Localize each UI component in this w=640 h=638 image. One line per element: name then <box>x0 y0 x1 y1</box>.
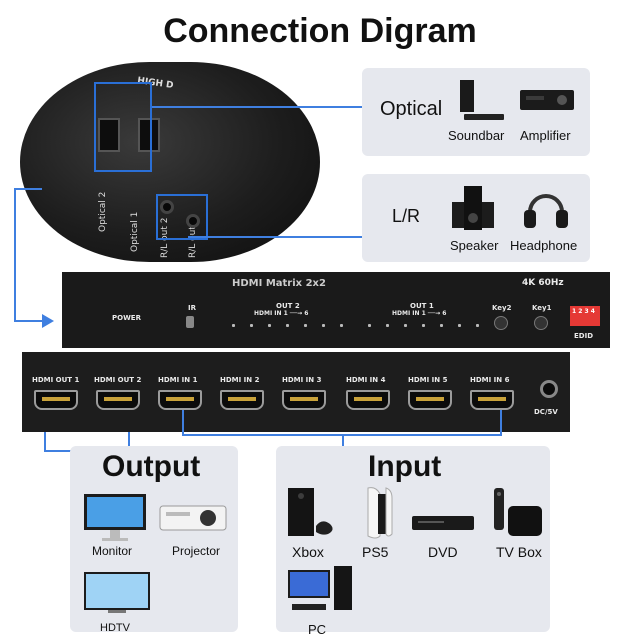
hdtv-label: HDTV <box>100 622 130 634</box>
speaker-icon <box>452 186 494 230</box>
audio-ports-closeup: HIGH D Optical 2 Optical 1 R/L out 2 R/L… <box>20 62 320 262</box>
dc-label: DC/5V <box>534 408 558 416</box>
port-label-in3: HDMI IN 3 <box>282 376 322 384</box>
key2-label: Key2 <box>492 304 512 312</box>
hdmi-out1-port <box>34 390 78 410</box>
hdmi-in3-port <box>282 390 326 410</box>
ir-label: IR <box>188 304 196 312</box>
arrow-icon <box>42 314 54 328</box>
hdtv-icon <box>84 572 150 613</box>
output-box: Output Monitor Projector HDTV <box>70 446 238 634</box>
pc-label: PC <box>308 622 327 637</box>
edid-dip-switch[interactable]: 1 2 3 4 <box>570 306 600 326</box>
dip-numbers: 1 2 3 4 <box>572 308 595 315</box>
pc-icon <box>288 566 352 610</box>
rl-highlight <box>156 194 208 240</box>
amplifier-label: Amplifier <box>520 128 571 143</box>
out1-label: OUT 1 <box>410 302 434 310</box>
hdmi-in6-port <box>470 390 514 410</box>
soundbar-label: Soundbar <box>448 128 505 143</box>
projector-icon <box>159 505 227 531</box>
edid-label: EDID <box>574 332 594 340</box>
headphone-icon <box>524 194 568 228</box>
hdmi-in5-port <box>408 390 452 410</box>
optical-label: Optical <box>380 98 443 120</box>
dvd-label: DVD <box>428 544 458 560</box>
input-box: Input Xbox PS5 DVD TV Box PC <box>276 446 550 637</box>
tv-box-icon <box>494 488 542 536</box>
port-label-in5: HDMI IN 5 <box>408 376 448 384</box>
rl-connector <box>188 236 364 238</box>
power-label: POWER <box>112 314 141 322</box>
lr-label: L/R <box>392 206 421 226</box>
out2-line <box>128 432 130 452</box>
rl-out2-jack <box>160 200 174 214</box>
out1-line <box>44 432 46 452</box>
in6-line <box>500 410 502 436</box>
port-label-in2: HDMI IN 2 <box>220 376 260 384</box>
rl-out1-jack <box>186 214 200 228</box>
optical-port-2 <box>98 118 120 152</box>
optical-port-1 <box>138 118 160 152</box>
hdmi-in4-port <box>346 390 390 410</box>
matrix-banner: HDMI Matrix 2x2 <box>232 278 326 289</box>
closeup-to-matrix-vertical <box>14 188 16 322</box>
dvd-icon <box>412 516 474 530</box>
monitor-label: Monitor <box>92 544 133 558</box>
port-label-in1: HDMI IN 1 <box>158 376 198 384</box>
xbox-label: Xbox <box>292 544 324 560</box>
in1-line <box>182 410 184 436</box>
out1-sub-label: HDMI IN 1 ──→ 6 <box>392 310 447 317</box>
input-title: Input <box>368 450 442 483</box>
optical-1-label: Optical 1 <box>130 211 140 252</box>
projector-label: Projector <box>172 544 221 558</box>
output-title: Output <box>102 450 201 483</box>
xbox-icon <box>288 488 333 536</box>
lr-box: L/R Speaker Headphone <box>362 174 590 262</box>
matrix-rear-panel: HDMI Matrix 2x2 4K 60Hz POWER IR OUT 2 H… <box>62 272 610 348</box>
monitor-icon <box>84 494 146 541</box>
closeup-to-matrix-bottom <box>14 320 44 322</box>
closeup-to-matrix-top <box>14 188 42 190</box>
optical-box: Optical Soundbar Amplifier <box>362 68 590 156</box>
port-label-out1: HDMI OUT 1 <box>32 376 80 384</box>
port-label-out2: HDMI OUT 2 <box>94 376 142 384</box>
key1-button[interactable] <box>534 316 548 330</box>
soundbar-icon <box>460 80 504 120</box>
hdmi-out2-port <box>96 390 140 410</box>
ir-sensor <box>186 316 194 328</box>
hdmi-in1-port <box>158 390 202 410</box>
optical-2-label: Optical 2 <box>98 191 108 232</box>
port-label-in4: HDMI IN 4 <box>346 376 386 384</box>
hdmi-in2-port <box>220 390 264 410</box>
headphone-label: Headphone <box>510 238 578 253</box>
out2-label: OUT 2 <box>276 302 300 310</box>
port-label-in6: HDMI IN 6 <box>470 376 510 384</box>
optical-connector <box>152 106 364 108</box>
key1-label: Key1 <box>532 304 552 312</box>
page-title: Connection Digram <box>163 12 477 50</box>
dc-power-jack <box>540 380 558 398</box>
ps5-icon <box>367 487 393 539</box>
optical-highlight <box>94 82 152 172</box>
tv-box-label: TV Box <box>496 544 542 560</box>
out2-sub-label: HDMI IN 1 ──→ 6 <box>254 310 309 317</box>
ps5-label: PS5 <box>362 544 389 560</box>
key2-button[interactable] <box>494 316 508 330</box>
matrix-spec: 4K 60Hz <box>522 278 564 288</box>
amplifier-icon <box>520 90 574 110</box>
matrix-front-panel: HDMI OUT 1 HDMI OUT 2 HDMI IN 1 HDMI IN … <box>22 352 570 432</box>
speaker-label: Speaker <box>450 238 499 253</box>
